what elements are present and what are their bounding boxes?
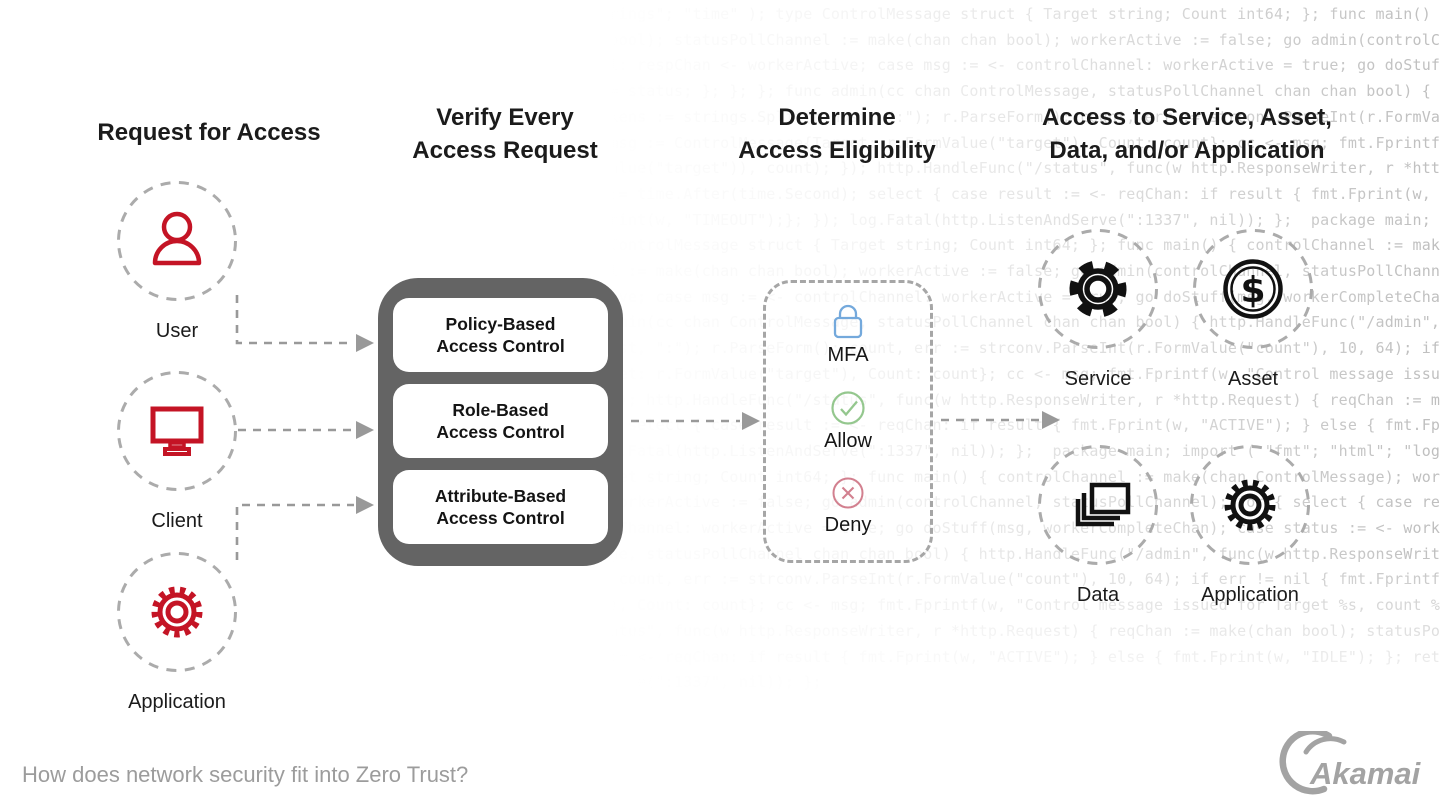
column-title-access: Access to Service, Asset, Data, and/or Ap… [1027, 101, 1347, 167]
node-application-source: Application [115, 550, 239, 714]
node-service: Service [1036, 227, 1160, 391]
vb-line: Role-Based [452, 400, 549, 420]
eligibility-label: Allow [824, 430, 872, 452]
eligibility-allow: Allow [824, 390, 872, 453]
node-application-destination: Application [1188, 443, 1312, 607]
vb-line: Access Control [436, 422, 565, 442]
gear-icon [117, 552, 237, 672]
monitor-icon [117, 371, 237, 491]
node-data: Data [1036, 443, 1160, 607]
eligibility-label: Deny [824, 514, 872, 536]
node-label: User [155, 320, 199, 342]
user-icon [117, 181, 237, 301]
eligibility-box: MFA Allow Deny [763, 280, 933, 563]
lock-icon [833, 304, 863, 339]
vb-line: Attribute-Based [434, 486, 567, 506]
footer-question: How does network security fit into Zero … [22, 762, 469, 787]
akamai-swoosh-icon [1303, 736, 1347, 755]
node-user: User [115, 179, 239, 343]
access-control-policy: Policy-Based Access Control [393, 298, 608, 372]
svg-text:$: $ [1240, 270, 1265, 311]
node-label: Data [1076, 584, 1120, 606]
title-line: Access to Service, Asset, [1042, 104, 1332, 131]
access-control-attribute: Attribute-Based Access Control [393, 470, 608, 544]
node-label: Asset [1227, 368, 1279, 390]
eligibility-mfa: MFA [827, 304, 869, 367]
node-client: Client [115, 369, 239, 533]
title-line: Access Request [412, 137, 598, 164]
node-label: Application [1201, 584, 1299, 606]
title-line: Access Eligibility [738, 137, 936, 164]
stacked-files-icon [1038, 445, 1158, 565]
vb-line: Access Control [436, 508, 565, 528]
title-line: Determine [778, 104, 896, 131]
node-label: Client [151, 510, 203, 532]
vb-line: Policy-Based [445, 314, 556, 334]
check-circle-icon [831, 391, 865, 425]
akamai-logo: Akamai [1279, 731, 1422, 795]
access-control-role: Role-Based Access Control [393, 384, 608, 458]
title-line: Data, and/or Application [1049, 137, 1325, 164]
dollar-circle-icon: $ [1193, 229, 1313, 349]
eligibility-deny: Deny [824, 476, 872, 537]
x-circle-icon [832, 477, 864, 509]
node-label: Application [128, 691, 226, 713]
akamai-wordmark: Akamai [1309, 756, 1422, 791]
node-label: Service [1064, 368, 1132, 390]
akamai-swoosh-icon [1279, 731, 1333, 795]
service-gear-icon [1038, 229, 1158, 349]
title-line: Verify Every [436, 104, 574, 131]
gear-icon [1190, 445, 1310, 565]
verify-box: Policy-Based Access Control Role-Based A… [378, 278, 623, 566]
eligibility-label: MFA [827, 344, 869, 366]
column-title-request: Request for Access [97, 119, 321, 146]
node-asset: $ Asset [1191, 227, 1315, 391]
vb-line: Access Control [436, 336, 565, 356]
